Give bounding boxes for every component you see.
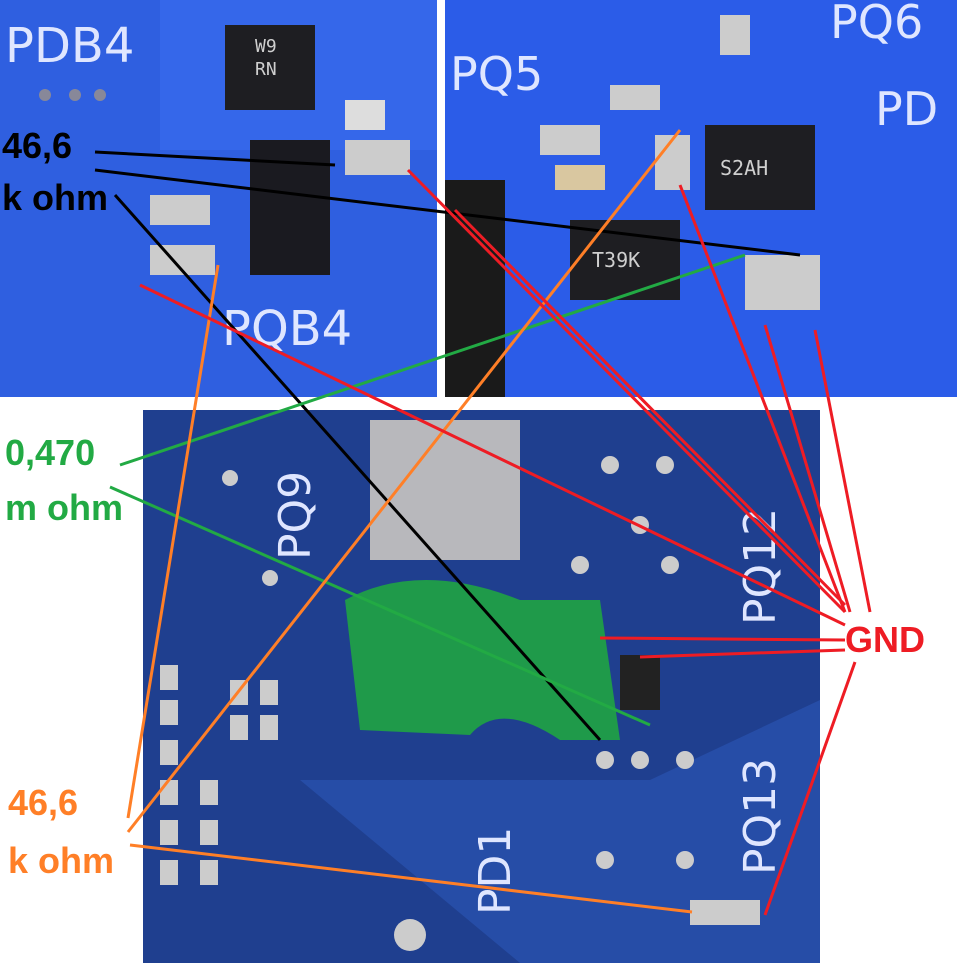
silk-pqb4: PQB4 (222, 301, 352, 357)
chip-marking-w9: W9 (255, 36, 277, 57)
gnd-label: GND (845, 619, 925, 660)
photo-panel-top-right: PQ5 PQ6 PD S2AH T39K (445, 0, 957, 397)
chip-marking-rn: RN (255, 59, 277, 80)
red-line-7 (639, 648, 846, 659)
red-line-3 (678, 184, 847, 613)
orange-line-1 (126, 264, 220, 819)
silk-pd: PD (875, 82, 938, 136)
black-line-3 (113, 194, 602, 741)
green-annotation-lines (109, 253, 746, 727)
chip-marking-t39k: T39K (592, 248, 640, 272)
black-annotation-lines (94, 150, 801, 741)
orange-line-3 (129, 843, 693, 914)
green-value-label: 0,470 (5, 432, 95, 473)
chip-s2ah (705, 125, 815, 210)
silk-pq5: PQ5 (450, 47, 543, 101)
red-line-4 (763, 324, 852, 613)
red-gnd-lines (139, 168, 872, 916)
green-unit-label: m ohm (5, 487, 123, 528)
red-line-5 (813, 329, 872, 613)
silk-pdb4: PDB4 (5, 18, 134, 74)
orange-annotation-lines (126, 129, 693, 914)
green-line-2 (109, 485, 651, 727)
red-line-2 (139, 283, 846, 627)
orange-value-label: 46,6 (8, 782, 78, 823)
solder-pad-pq9 (370, 420, 520, 560)
black-line-1 (94, 150, 336, 167)
green-line-1 (119, 253, 746, 467)
red-line-6 (599, 636, 846, 642)
red-line-1 (406, 168, 847, 614)
red-line-9 (453, 208, 847, 607)
chip-w9 (225, 25, 315, 110)
orange-unit-label: k ohm (8, 840, 114, 881)
silk-pd1: PD1 (470, 827, 521, 915)
silk-pq13: PQ13 (735, 758, 786, 875)
red-line-8 (763, 661, 857, 916)
black-value-label: 46,6 (2, 125, 72, 166)
chip-marking-s2ah: S2AH (720, 156, 768, 180)
orange-line-2 (126, 129, 682, 833)
silk-pq6: PQ6 (830, 0, 923, 49)
silk-pq9: PQ9 (270, 471, 321, 560)
black-line-2 (94, 168, 801, 257)
black-unit-label: k ohm (2, 177, 108, 218)
photo-panel-bottom: PQ9 PQ12 PQ13 PD1 (143, 410, 820, 963)
